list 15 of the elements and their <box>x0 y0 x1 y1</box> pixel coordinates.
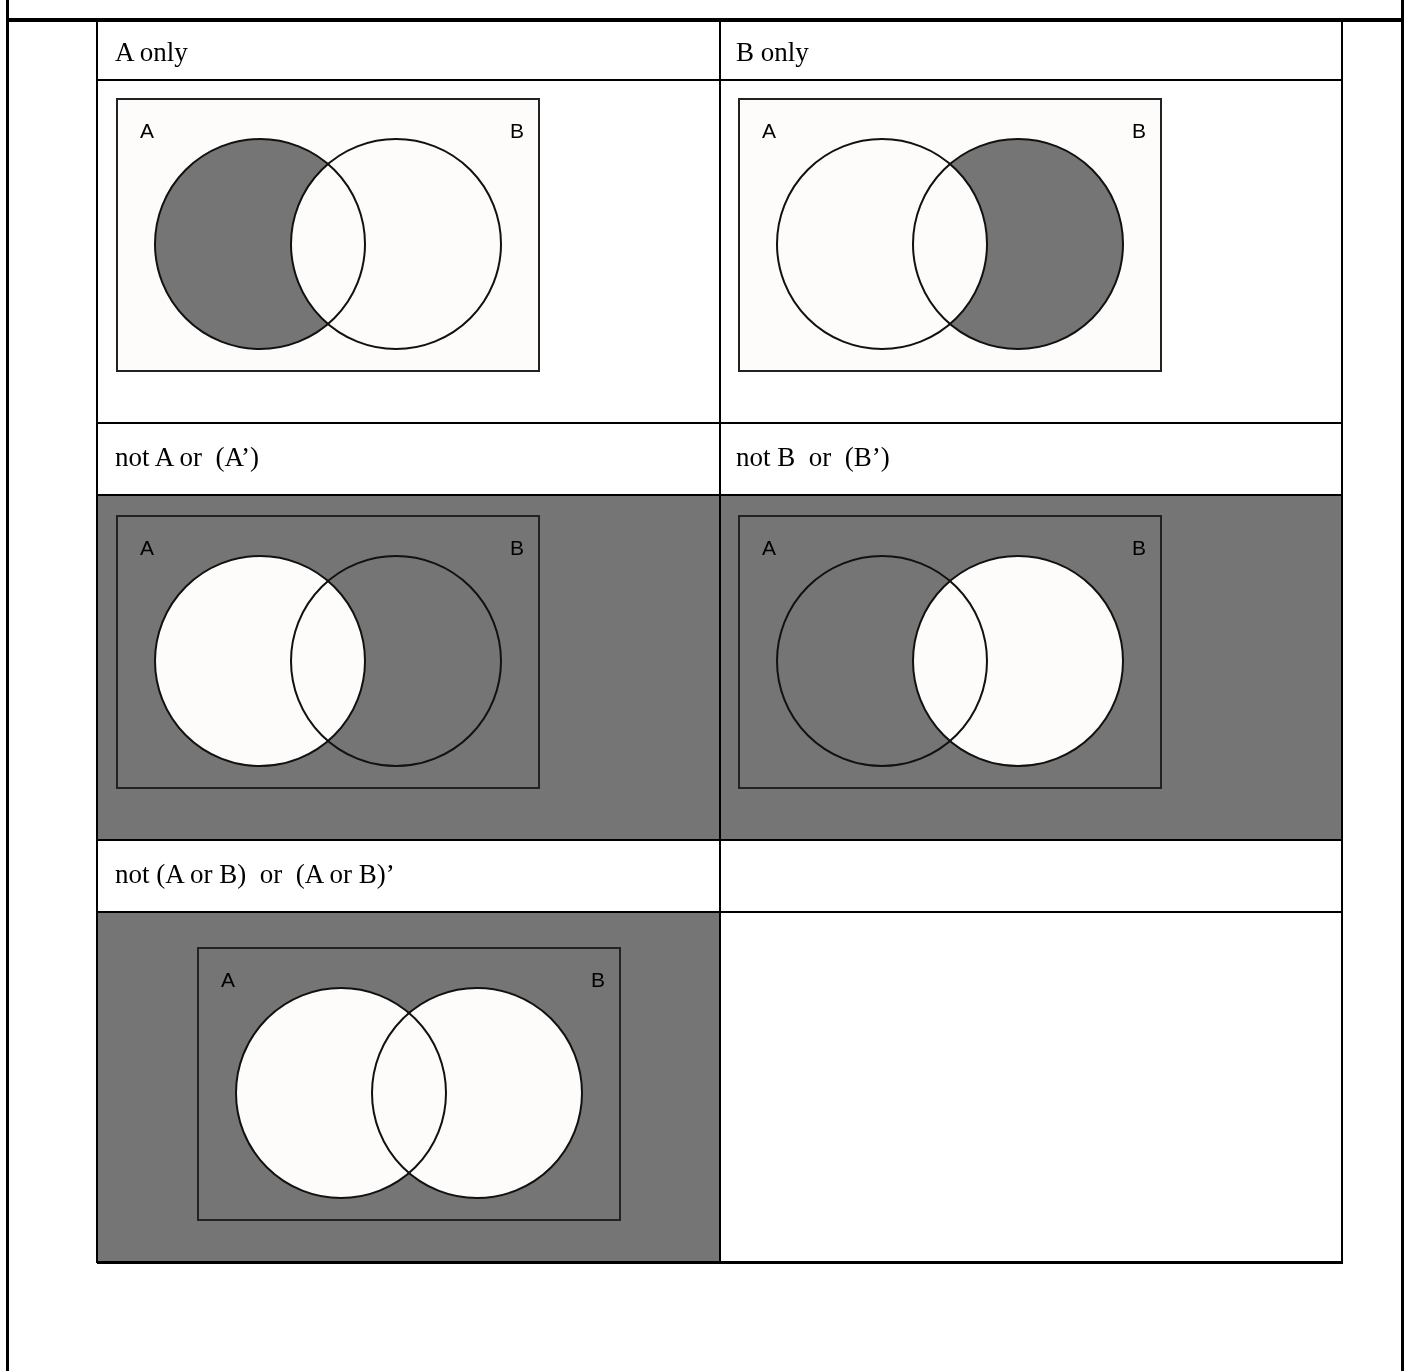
cell-text: B only <box>736 39 809 66</box>
set-label: B <box>1132 537 1146 558</box>
cell-text: A only <box>115 39 188 66</box>
cell-text: not (A or B) or (A or B)’ <box>115 861 395 888</box>
set-label: B <box>510 120 524 141</box>
set-label: B <box>510 537 524 558</box>
set-label: B <box>1132 120 1146 141</box>
cell-text: not A or (A’) <box>115 444 259 471</box>
set-label: A <box>221 969 235 990</box>
set-label: B <box>591 969 605 990</box>
set-label: A <box>140 537 154 558</box>
set-label: A <box>762 120 776 141</box>
cell-text: not B or (B’) <box>736 444 890 471</box>
set-label: A <box>140 120 154 141</box>
set-label: A <box>762 537 776 558</box>
